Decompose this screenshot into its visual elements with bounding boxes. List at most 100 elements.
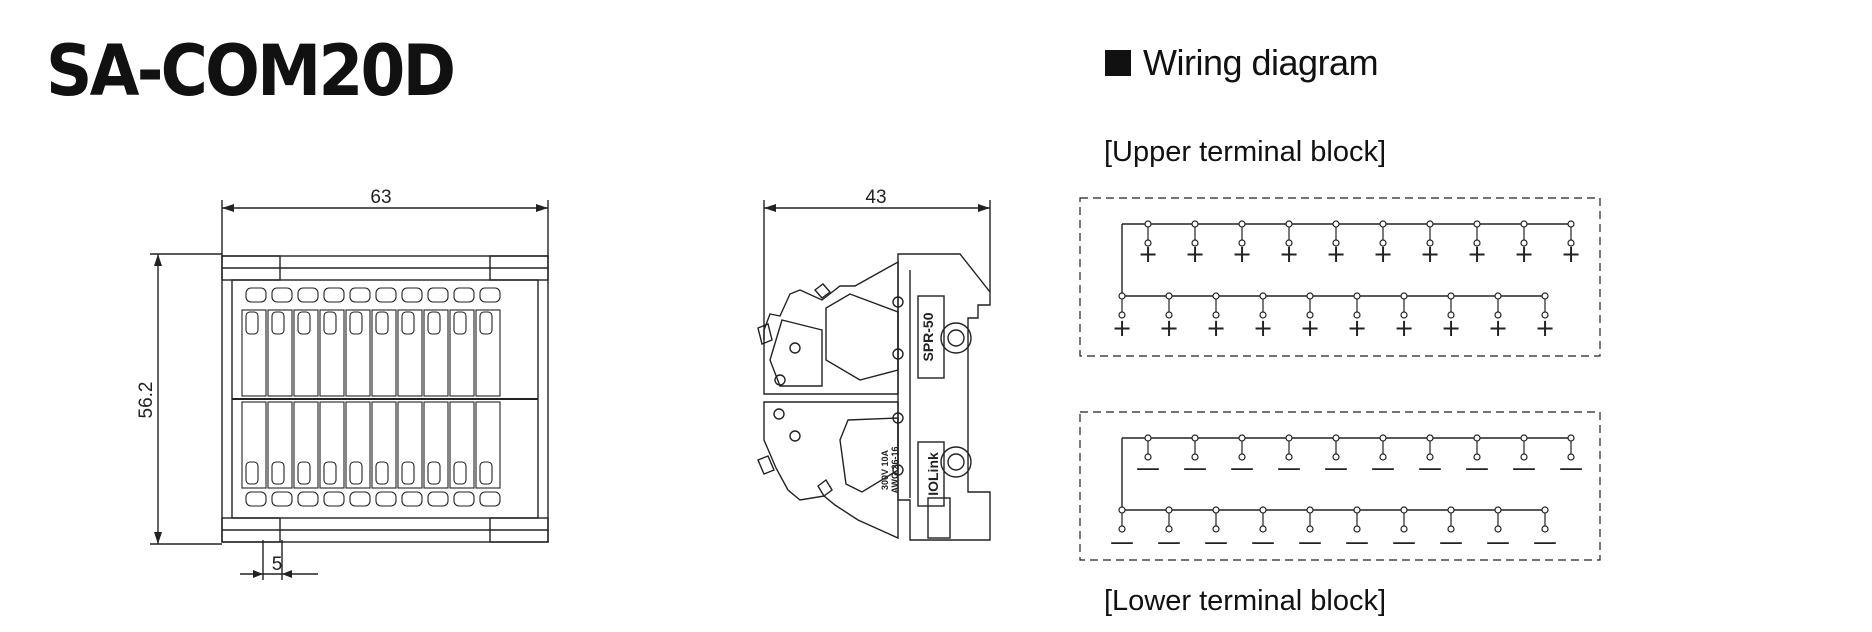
front-lower-module (423, 401, 449, 489)
bus-node (1238, 220, 1246, 228)
model-label: SPR-50 (920, 312, 936, 361)
terminal-node (1238, 453, 1246, 461)
terminal-node (1306, 525, 1314, 533)
front-lower-module (293, 401, 319, 489)
front-top-clamp (323, 287, 345, 303)
product-title: SA-COM20D (46, 30, 456, 112)
terminal-node (1400, 311, 1408, 319)
polarity-symbol: — (1392, 528, 1416, 556)
polarity-symbol: — (1486, 528, 1510, 556)
polarity-symbol: + (1206, 314, 1226, 342)
polarity-symbol: + (1420, 240, 1440, 268)
bus-node (1353, 506, 1361, 514)
bus-node (1285, 220, 1293, 228)
front-bottom-clamp (427, 491, 449, 507)
terminal-node (1191, 239, 1199, 247)
bus-node (1306, 506, 1314, 514)
bus-node (1118, 292, 1126, 300)
polarity-symbol: + (1394, 314, 1414, 342)
polarity-symbol: + (1347, 314, 1367, 342)
bus-node (1332, 220, 1340, 228)
polarity-symbol: — (1371, 454, 1395, 482)
front-upper-module (345, 309, 371, 397)
bus-node (1259, 292, 1267, 300)
polarity-symbol: — (1110, 528, 1134, 556)
bus-node (1426, 220, 1434, 228)
bus-node (1259, 506, 1267, 514)
terminal-node (1400, 525, 1408, 533)
terminal-node (1520, 453, 1528, 461)
terminal-node (1238, 239, 1246, 247)
terminal-node (1447, 525, 1455, 533)
bus-node (1144, 220, 1152, 228)
terminal-node (1379, 453, 1387, 461)
terminal-node (1144, 453, 1152, 461)
terminal-node (1426, 453, 1434, 461)
bus-node (1118, 506, 1126, 514)
polarity-symbol: — (1251, 528, 1275, 556)
lower-block-caption: [Lower terminal block] (1104, 585, 1387, 617)
polarity-symbol: — (1418, 454, 1442, 482)
bus-node (1144, 434, 1152, 442)
rating-line-1: 300V 10A (880, 449, 890, 490)
terminal-node (1473, 239, 1481, 247)
bus-node (1473, 220, 1481, 228)
polarity-symbol: — (1277, 454, 1301, 482)
polarity-symbol: + (1232, 240, 1252, 268)
terminal-node (1353, 311, 1361, 319)
polarity-symbol: — (1465, 454, 1489, 482)
bus-node (1473, 434, 1481, 442)
bus-node (1541, 506, 1549, 514)
bus-node (1567, 434, 1575, 442)
terminal-node (1541, 525, 1549, 533)
upper-block-caption: [Upper terminal block] (1104, 136, 1387, 168)
lower-block-frame (1079, 411, 1601, 561)
polarity-symbol: — (1345, 528, 1369, 556)
front-bottom-clamp (375, 491, 397, 507)
terminal-node (1118, 525, 1126, 533)
terminal-node (1494, 525, 1502, 533)
front-top-clamp (245, 287, 267, 303)
front-bottom-clamp (479, 491, 501, 507)
upper-block-frame (1079, 197, 1601, 357)
front-lower-module (449, 401, 475, 489)
polarity-symbol: + (1373, 240, 1393, 268)
bus-node (1494, 292, 1502, 300)
bus-node (1520, 220, 1528, 228)
bus-node (1191, 220, 1199, 228)
bus-node (1212, 292, 1220, 300)
polarity-symbol: — (1204, 528, 1228, 556)
bus-node (1353, 292, 1361, 300)
brand-label: IOLink (925, 452, 941, 496)
upper-block-wiring: ++++++++++++++++++++ (1112, 220, 1581, 342)
front-top-clamp (349, 287, 371, 303)
front-upper-module (449, 309, 475, 397)
polarity-symbol: — (1324, 454, 1348, 482)
polarity-symbol: + (1326, 240, 1346, 268)
module-body (221, 255, 549, 543)
terminal-node (1494, 311, 1502, 319)
front-upper-module (475, 309, 501, 397)
terminal-node (1259, 525, 1267, 533)
polarity-symbol: — (1533, 528, 1557, 556)
bus-node (1400, 506, 1408, 514)
side-width-dim-label: 43 (865, 187, 886, 208)
polarity-symbol: + (1138, 240, 1158, 268)
front-lower-module (345, 401, 371, 489)
wiring-diagram-heading: Wiring diagram (1105, 42, 1379, 84)
front-top-clamp (427, 287, 449, 303)
bus-node (1332, 434, 1340, 442)
bus-node (1541, 292, 1549, 300)
front-top-clamp (453, 287, 475, 303)
front-upper-module (267, 309, 293, 397)
polarity-symbol: + (1253, 314, 1273, 342)
front-bottom-clamp (245, 491, 267, 507)
front-top-clamp (271, 287, 293, 303)
polarity-symbol: + (1112, 314, 1132, 342)
front-bottom-clamp (401, 491, 423, 507)
terminal-node (1285, 453, 1293, 461)
front-top-clamp (297, 287, 319, 303)
